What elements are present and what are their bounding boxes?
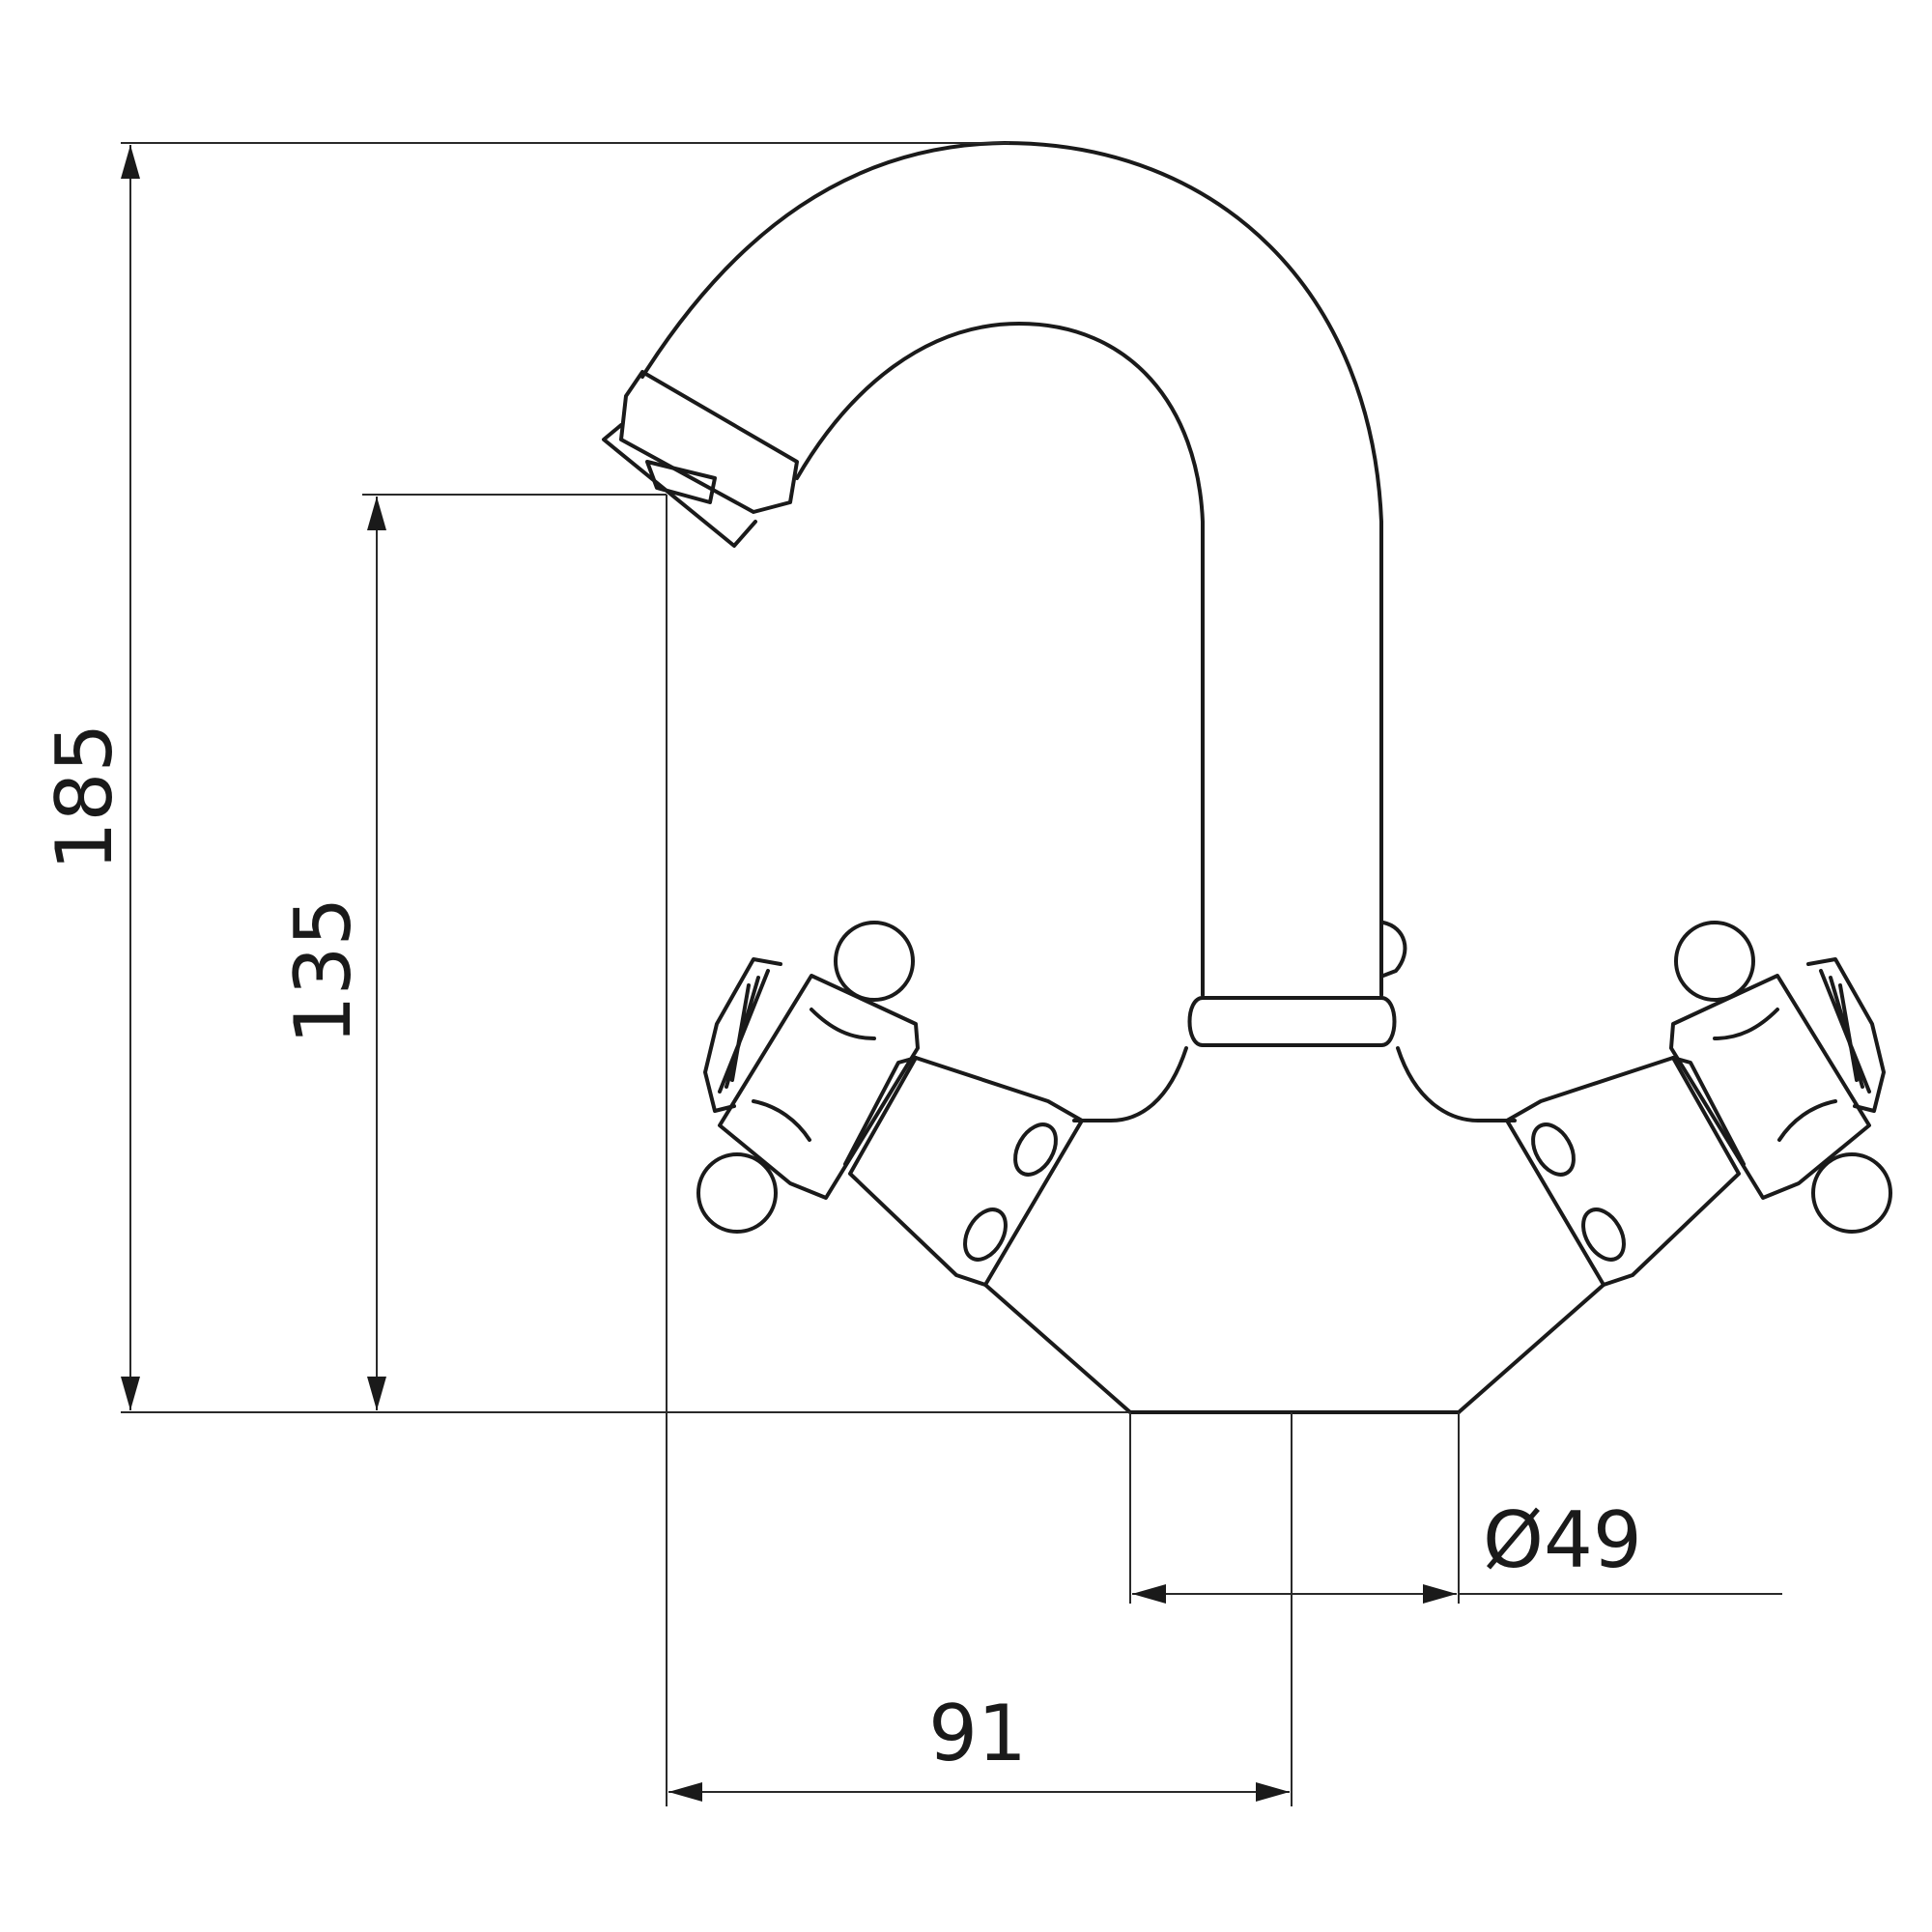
- right-lever-ball-bottom: [1811, 1152, 1892, 1234]
- right-bonnet-slot-2: [1581, 1208, 1626, 1262]
- left-index-cap-lines: [718, 969, 770, 1094]
- left-headwork-curve-2: [752, 1099, 811, 1142]
- right-headwork: [1669, 974, 1871, 1200]
- spout-reach-arrow-left: [668, 1782, 702, 1802]
- right-index-cap-lines: [1819, 969, 1871, 1094]
- overall-height-label: 185: [40, 724, 129, 871]
- right-index-cap: [1806, 957, 1886, 1113]
- left-lever-ball-top: [834, 921, 915, 1002]
- body-left-side: [983, 1283, 1132, 1414]
- dimension-lines: [121, 142, 1782, 1806]
- right-bonnet-slot-1: [1531, 1122, 1576, 1177]
- body-left-shoulder: [1072, 1046, 1188, 1122]
- left-index-cap: [703, 957, 782, 1113]
- spout-reach-label: 91: [928, 1689, 1027, 1778]
- body-right-side: [1457, 1283, 1605, 1414]
- right-headwork-curve-1: [1713, 1008, 1779, 1040]
- faucet-outline: [602, 141, 1892, 1414]
- aerator-slot: [645, 460, 717, 504]
- spout-inner-curve: [795, 322, 1205, 997]
- body-right-shoulder: [1396, 1046, 1517, 1122]
- aerator-collar: [619, 370, 799, 514]
- base-diameter-label: Ø49: [1483, 1495, 1642, 1585]
- left-handle-assembly: [696, 921, 1084, 1287]
- spout-height-arrow-bottom: [367, 1377, 386, 1410]
- right-headwork-curve-2: [1777, 1099, 1837, 1142]
- left-bonnet-slot-1: [1013, 1122, 1058, 1177]
- overall-height-arrow-bottom: [121, 1377, 140, 1410]
- left-headwork: [718, 974, 920, 1200]
- left-bonnet-slot-2: [963, 1208, 1008, 1262]
- spout-height-label: 135: [278, 897, 368, 1045]
- spout-reach-arrow-right: [1256, 1782, 1290, 1802]
- left-lever-ball-bottom: [696, 1152, 778, 1234]
- dimension-labels: 185 135 91 Ø49: [40, 724, 1642, 1778]
- spout-height-arrow-top: [367, 497, 386, 530]
- left-bonnet: [848, 1056, 1084, 1287]
- overall-height-arrow-top: [121, 145, 140, 179]
- right-lever-ball-top: [1674, 921, 1755, 1002]
- right-handle-assembly: [1505, 921, 1892, 1287]
- spout-outer-curve: [640, 141, 1383, 997]
- spout-collar-ring: [1187, 996, 1397, 1047]
- right-bonnet: [1505, 1056, 1741, 1287]
- left-headwork-curve-1: [810, 1008, 876, 1040]
- popup-knob: [1381, 921, 1407, 978]
- base-diameter-arrow-right: [1423, 1584, 1457, 1604]
- base-diameter-arrow-left: [1132, 1584, 1166, 1604]
